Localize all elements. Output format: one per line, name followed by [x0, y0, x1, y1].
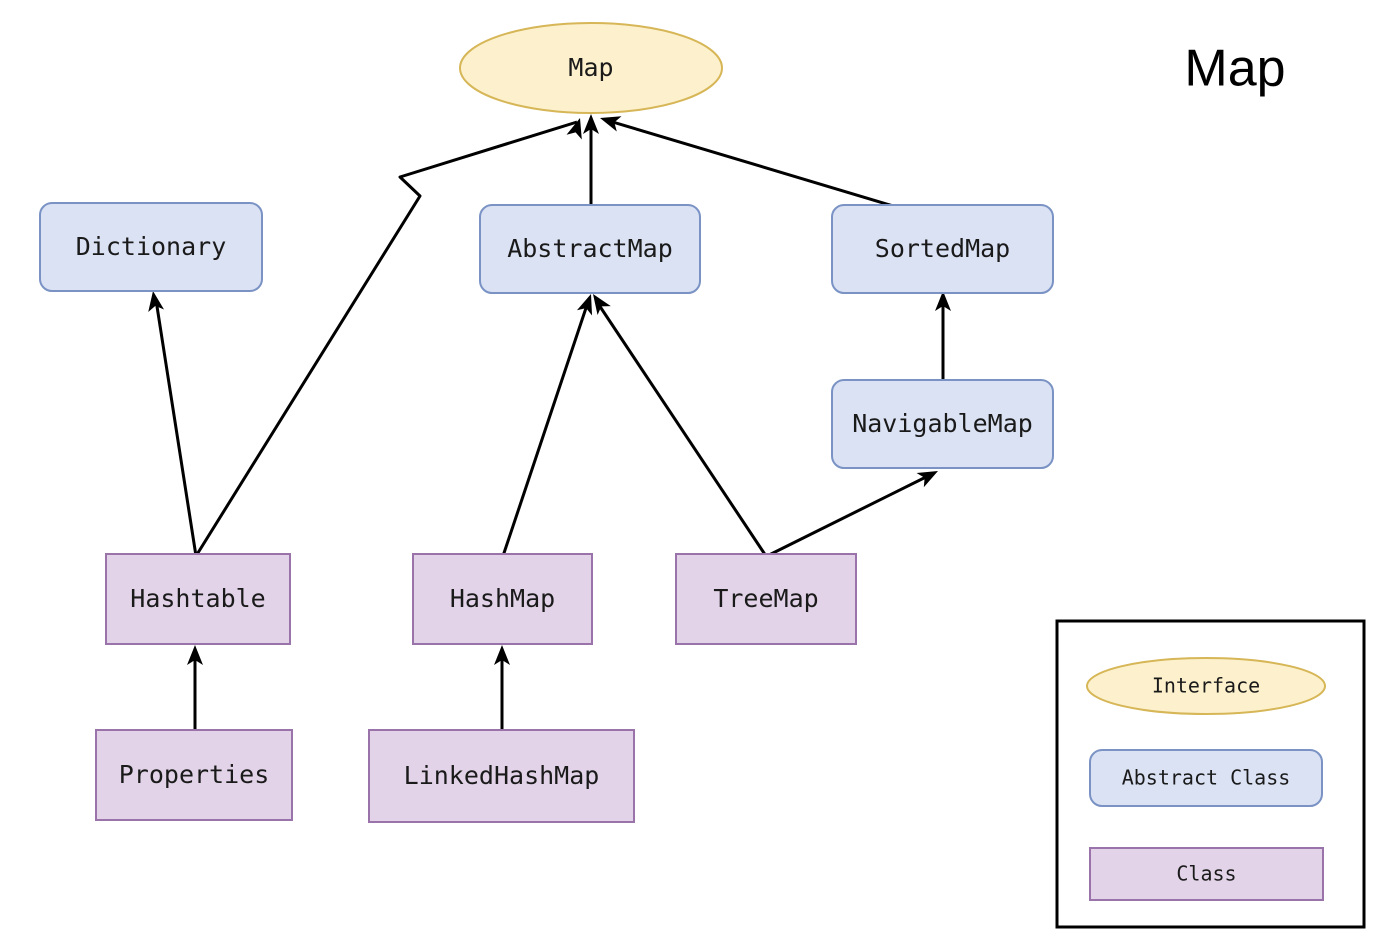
legend-item-legend-abstract-class-label: Abstract Class [1122, 766, 1291, 790]
node-dictionary-shape [39, 202, 263, 292]
node-linkedhashmap[interactable]: LinkedHashMap [368, 729, 635, 823]
arrow-head-treemap-to-navigablemap [916, 471, 938, 488]
node-treemap-shape [675, 553, 857, 645]
arrow-head-hashmap-to-abstractmap [576, 294, 593, 316]
arrow-head-abstractmap-to-map [583, 114, 599, 134]
node-abstractmap[interactable]: AbstractMap [479, 204, 701, 294]
edge-line-hashtable-to-dictionary [154, 299, 198, 557]
legend-item-legend-class[interactable]: Class [1089, 847, 1324, 901]
edge-sortedmap-to-map [600, 116, 901, 210]
edge-hashtable-to-map [194, 118, 582, 557]
edge-line-hashmap-to-abstractmap [501, 301, 590, 557]
node-hashtable-shape [105, 553, 291, 645]
node-hashmap[interactable]: HashMap [412, 553, 593, 645]
arrow-head-hashtable-to-map [566, 118, 582, 140]
legend-item-legend-class-shape [1089, 847, 1324, 901]
node-sortedmap[interactable]: SortedMap [831, 204, 1054, 294]
node-properties-shape [95, 729, 293, 821]
edge-hashmap-to-abstractmap [501, 294, 593, 557]
edge-line-treemap-to-abstractmap [595, 301, 768, 557]
legend-item-legend-class-label: Class [1176, 862, 1236, 886]
node-navigablemap-label: NavigableMap [852, 409, 1033, 438]
node-hashtable[interactable]: Hashtable [105, 553, 291, 645]
edge-abstractmap-to-map [583, 114, 599, 205]
arrow-head-treemap-to-abstractmap [593, 294, 611, 316]
legend-item-legend-abstract-class-shape [1089, 749, 1323, 807]
edge-line-hashtable-to-map [194, 120, 578, 557]
legend-item-legend-abstract-class[interactable]: Abstract Class [1089, 749, 1323, 807]
node-hashtable-label: Hashtable [130, 584, 265, 613]
node-map-shape [459, 22, 723, 114]
node-treemap-label: TreeMap [713, 584, 818, 613]
node-hashmap-shape [412, 553, 593, 645]
arrow-head-properties-to-hashtable [187, 645, 203, 665]
node-dictionary-label: Dictionary [76, 232, 227, 261]
edge-treemap-to-navigablemap [766, 471, 938, 558]
node-sortedmap-label: SortedMap [875, 234, 1010, 263]
node-hashmap-label: HashMap [450, 584, 555, 613]
node-linkedhashmap-label: LinkedHashMap [404, 761, 600, 790]
arrow-head-navigablemap-to-sortedmap [935, 291, 951, 311]
edge-line-sortedmap-to-map [605, 118, 901, 210]
legend-item-legend-interface[interactable]: Interface [1086, 657, 1326, 715]
edge-line-treemap-to-navigablemap [766, 474, 929, 558]
arrow-head-hashtable-to-dictionary [148, 291, 165, 313]
node-properties-label: Properties [119, 760, 270, 789]
node-navigablemap[interactable]: NavigableMap [831, 379, 1054, 469]
node-abstractmap-label: AbstractMap [507, 234, 673, 263]
edge-navigablemap-to-sortedmap [935, 291, 951, 380]
diagram-title: Map [1184, 40, 1285, 98]
node-linkedhashmap-shape [368, 729, 635, 823]
node-map-label: Map [568, 53, 613, 82]
node-dictionary[interactable]: Dictionary [39, 202, 263, 292]
node-properties[interactable]: Properties [95, 729, 293, 821]
node-abstractmap-shape [479, 204, 701, 294]
legend-item-legend-interface-shape [1086, 657, 1326, 715]
arrow-head-sortedmap-to-map [600, 116, 622, 132]
edge-linkedhashmap-to-hashmap [494, 645, 510, 730]
edge-hashtable-to-dictionary [148, 291, 198, 557]
node-navigablemap-shape [831, 379, 1054, 469]
arrow-head-linkedhashmap-to-hashmap [494, 645, 510, 665]
node-treemap[interactable]: TreeMap [675, 553, 857, 645]
legend-item-legend-interface-label: Interface [1152, 674, 1260, 698]
edges-layer [148, 114, 951, 730]
edge-properties-to-hashtable [187, 645, 203, 730]
edge-treemap-to-abstractmap [593, 294, 768, 557]
node-sortedmap-shape [831, 204, 1054, 294]
node-map[interactable]: Map [459, 22, 723, 114]
